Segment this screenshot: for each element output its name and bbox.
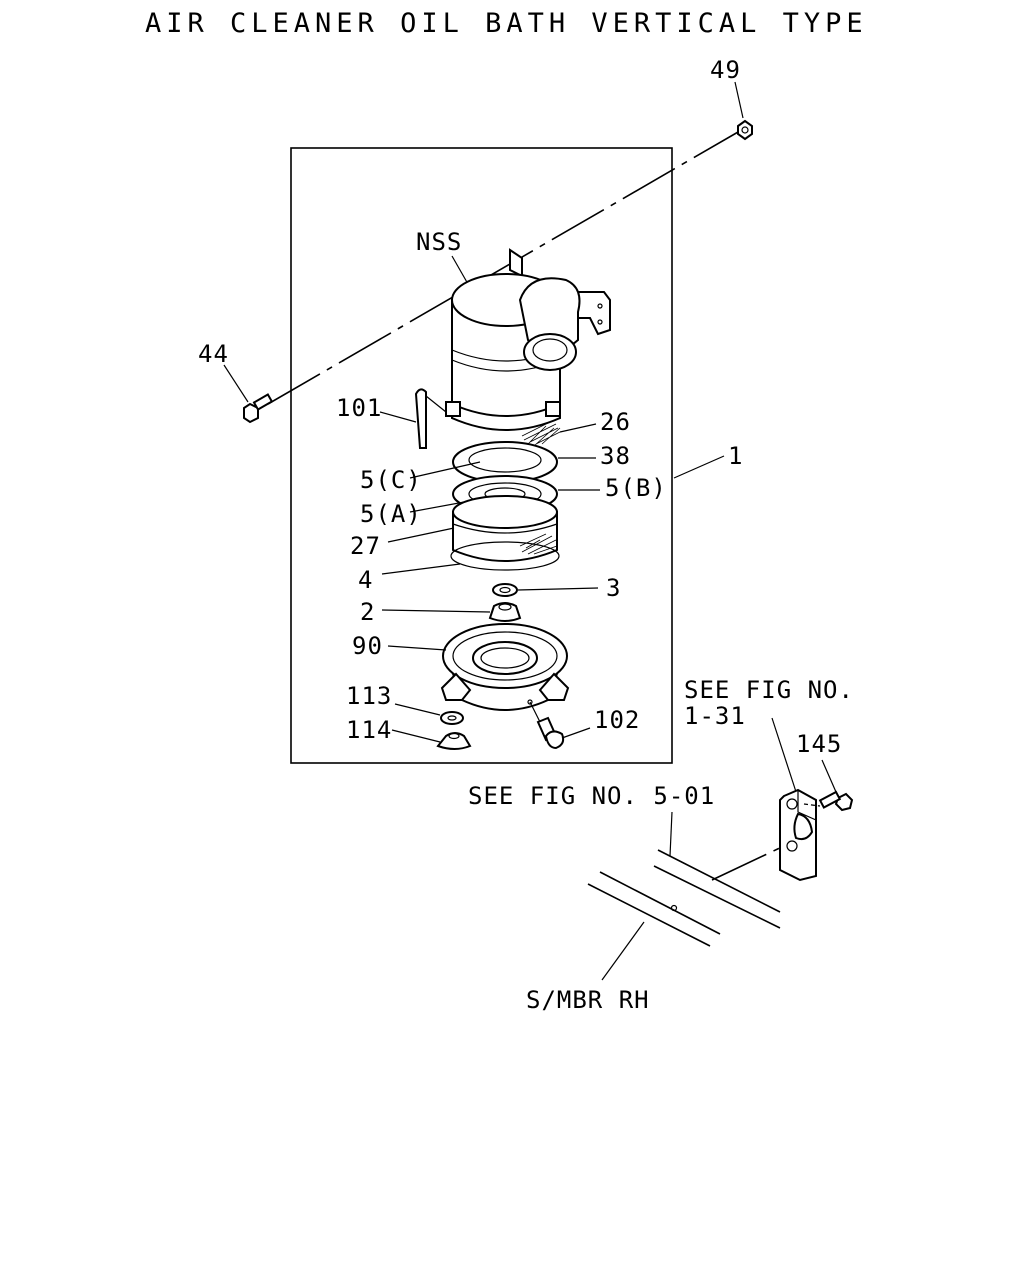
wing-nut-2 (488, 602, 522, 622)
callout-102: 102 (594, 706, 640, 734)
callout-4: 4 (358, 566, 373, 594)
side-member-rh (587, 845, 785, 947)
callout-145: 145 (796, 730, 842, 758)
callout-114: 114 (346, 716, 392, 744)
ref-fig-5-01: SEE FIG NO. 5-01 (468, 782, 715, 810)
callout-1: 1 (728, 442, 743, 470)
callout-101: 101 (336, 394, 382, 422)
callout-44: 44 (198, 340, 229, 368)
wing-nut-114 (436, 732, 472, 750)
ref-fig-1-31-line2: 1-31 (684, 702, 746, 730)
oil-pan-90 (440, 623, 570, 711)
diagram-title: AIR CLEANER OIL BATH VERTICAL TYPE (145, 8, 868, 39)
nut-49 (734, 81, 753, 141)
ref-fig-1-31-line1: SEE FIG NO. (684, 676, 854, 704)
frame-bracket (779, 788, 817, 882)
washer-113 (440, 711, 464, 725)
callout-90: 90 (352, 632, 383, 660)
callout-113: 113 (346, 682, 392, 710)
air-cleaner-body (445, 273, 581, 431)
mesh-26 (521, 421, 561, 447)
callout-nss: NSS (416, 228, 462, 256)
bolt-145 (818, 790, 854, 812)
gasket-4 (450, 541, 560, 571)
callout-49: 49 (710, 56, 741, 84)
washer-3 (492, 583, 518, 597)
callout-3: 3 (606, 574, 621, 602)
pin-101 (379, 388, 447, 449)
mounting-axis-line (267, 127, 746, 405)
drain-plug-102 (527, 699, 565, 750)
ref-side-member: S/MBR RH (526, 986, 650, 1014)
callout-27: 27 (350, 532, 381, 560)
callout-26: 26 (600, 408, 631, 436)
filter-element-27 (452, 495, 558, 562)
callout-38: 38 (600, 442, 631, 470)
callout-5c: 5(C) (360, 466, 422, 494)
bolt-44 (223, 364, 274, 424)
assembly-box (290, 147, 673, 764)
callout-5b: 5(B) (605, 474, 667, 502)
callout-5a: 5(A) (360, 500, 422, 528)
callout-2: 2 (360, 598, 375, 626)
